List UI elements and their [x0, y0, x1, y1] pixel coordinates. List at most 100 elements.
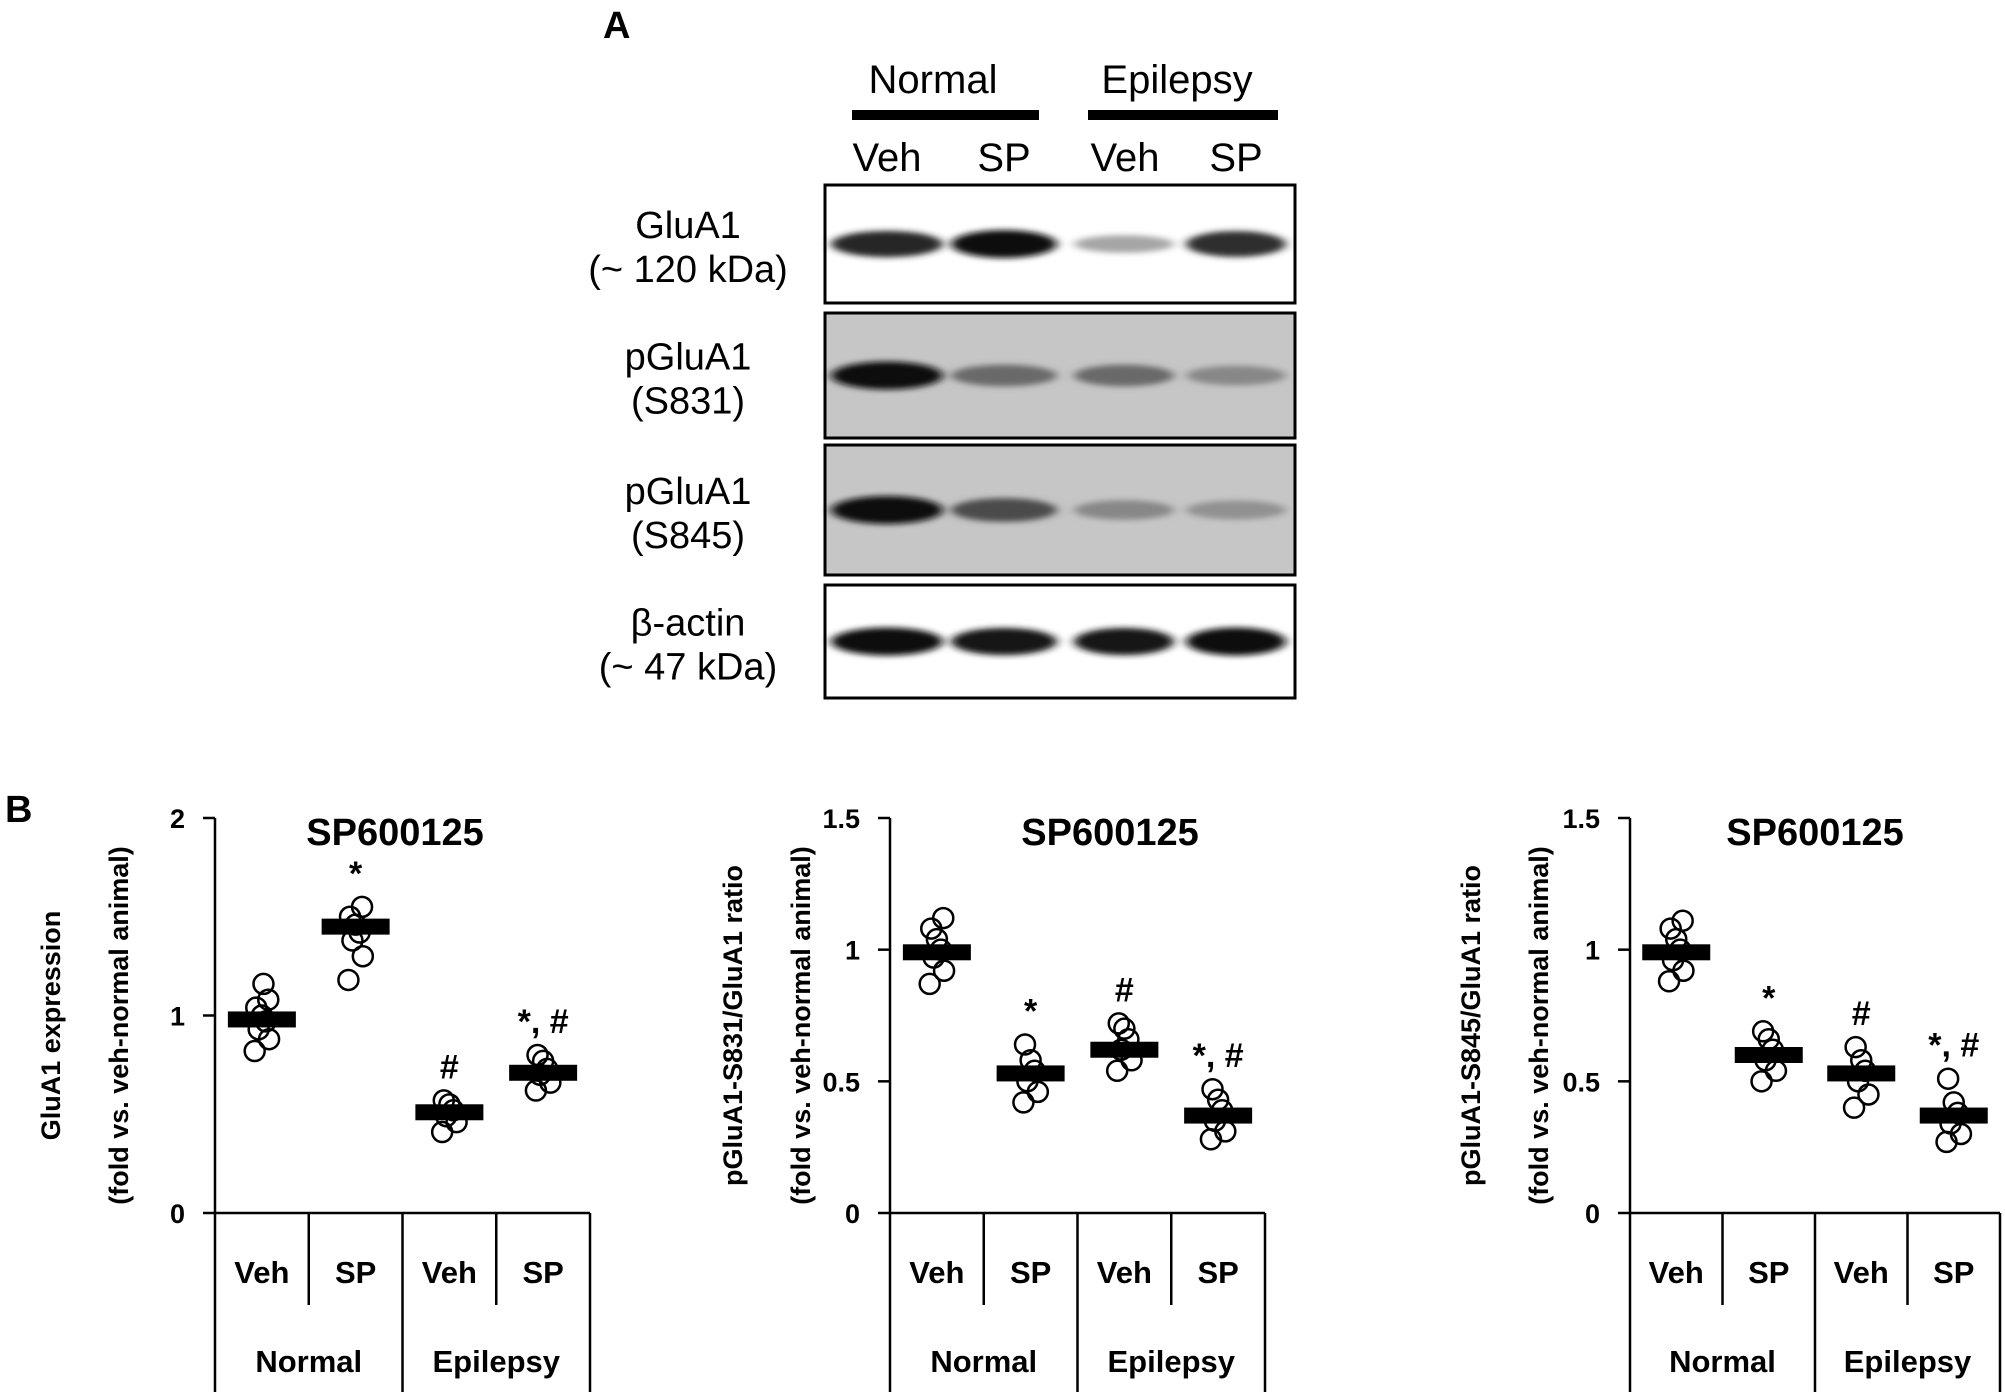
western-blots: GluA1(~ 120 kDa)pGluA1(S831)pGluA1(S845)…: [588, 183, 1297, 700]
group-label: Epilepsy: [1108, 1344, 1236, 1379]
blot-band: [1186, 365, 1286, 386]
significance-marker: #: [440, 1048, 459, 1086]
blot-band: [831, 230, 943, 258]
blot-pgluA1-s831: pGluA1(S831): [625, 311, 1297, 440]
category-label: Veh: [422, 1255, 477, 1290]
data-point: [337, 968, 360, 992]
category-label: Veh: [909, 1255, 964, 1290]
data-point: [1842, 1096, 1866, 1119]
data-point: [1657, 970, 1681, 993]
y-tick-label: 1.5: [1562, 804, 1600, 834]
data-point: [1857, 1083, 1880, 1106]
lane-label-4: SP: [1209, 136, 1262, 180]
mean-bar: [1919, 1107, 1988, 1124]
significance-marker: *: [349, 855, 363, 893]
significance-marker: #: [1115, 971, 1134, 1009]
significance-marker: #: [1852, 995, 1871, 1033]
chart-title: SP600125: [306, 812, 484, 854]
category-label: SP: [522, 1255, 563, 1290]
blot-band: [951, 364, 1057, 387]
blot-label-detail: (S831): [631, 381, 745, 423]
mean-bar: [996, 1065, 1065, 1082]
data-point: [1012, 1091, 1035, 1114]
data-point: [351, 945, 375, 968]
blot-label-detail: (S845): [631, 515, 745, 557]
y-tick-label: 0.5: [822, 1067, 860, 1097]
data-point: [1201, 1077, 1224, 1101]
blot-label-detail: (~ 47 kDa): [599, 647, 777, 689]
category-label: SP: [1933, 1255, 1974, 1290]
data-point: [1936, 1067, 1960, 1090]
blot-label-name: β-actin: [631, 603, 746, 645]
significance-marker: *: [1762, 979, 1776, 1017]
blot-label-detail: (~ 120 kDa): [588, 249, 788, 291]
blot-band: [951, 627, 1057, 656]
blot-label-name: GluA1: [635, 205, 741, 247]
y-axis-label-units: (fold vs. veh-normal animal): [786, 846, 816, 1205]
data-point: [1113, 1017, 1136, 1040]
data-point: [526, 1043, 549, 1067]
blot-band: [1074, 500, 1174, 520]
group-label: Epilepsy: [1844, 1344, 1972, 1379]
lane-label-2: SP: [977, 136, 1030, 180]
y-axis-label: GluA1 expression: [36, 911, 66, 1141]
significance-marker: *, #: [1928, 1027, 1979, 1065]
y-tick-label: 0.5: [1562, 1067, 1600, 1097]
y-axis-label: pGluA1-S831/GluA1 ratio: [718, 865, 748, 1186]
group-label: Epilepsy: [433, 1344, 561, 1379]
lane-label-3: Veh: [1091, 136, 1160, 180]
blot-band: [1074, 627, 1174, 656]
y-tick-label: 0: [170, 1199, 185, 1229]
data-point: [1659, 917, 1682, 940]
category-label: Veh: [1649, 1255, 1704, 1290]
panel-b-letter: B: [5, 789, 32, 831]
group-header-epilepsy: Epilepsy: [1101, 58, 1252, 102]
blot-band: [951, 230, 1057, 258]
category-label: Veh: [234, 1255, 289, 1290]
category-label: Veh: [1834, 1255, 1889, 1290]
category-label: SP: [1010, 1255, 1051, 1290]
blot-pgluA1-s845: pGluA1(S845): [625, 443, 1297, 577]
data-point: [1105, 1059, 1129, 1083]
y-tick-label: 0: [845, 1199, 860, 1229]
blot-gluA1: GluA1(~ 120 kDa): [588, 183, 1297, 305]
group-label: Normal: [255, 1344, 362, 1379]
blot-beta-actin: β-actin(~ 47 kDa): [599, 583, 1297, 700]
y-tick-label: 1.5: [822, 804, 860, 834]
data-point: [350, 895, 374, 919]
data-point: [257, 988, 280, 1011]
data-point: [1844, 1035, 1867, 1059]
data-point: [1671, 909, 1694, 932]
blot-label-name: pGluA1: [625, 471, 752, 513]
blot-band: [831, 496, 943, 524]
data-point: [243, 1039, 266, 1063]
blot-band: [831, 627, 943, 656]
significance-marker: *, #: [518, 1003, 569, 1041]
mean-bar: [415, 1104, 484, 1121]
y-tick-label: 1: [170, 1002, 185, 1032]
category-label: Veh: [1097, 1255, 1152, 1290]
data-point: [1750, 1070, 1773, 1093]
y-tick-label: 0: [1585, 1199, 1600, 1229]
data-point: [932, 906, 955, 930]
chart-title: SP600125: [1021, 812, 1199, 854]
blot-band: [831, 361, 943, 390]
y-tick-label: 1: [1585, 936, 1600, 966]
mean-bar: [1642, 944, 1711, 961]
mean-bar: [227, 1011, 296, 1028]
panel-a-letter: A: [603, 5, 630, 47]
mean-bar: [1734, 1047, 1803, 1063]
mean-bar: [1827, 1065, 1896, 1082]
data-point: [918, 972, 941, 996]
y-axis-label: pGluA1-S845/GluA1 ratio: [1456, 865, 1486, 1186]
blot-band: [1186, 627, 1286, 656]
category-label: SP: [335, 1255, 376, 1290]
blot-band: [1186, 231, 1286, 257]
group-label: Normal: [1669, 1344, 1776, 1379]
data-point: [1751, 1020, 1775, 1043]
y-axis-label-units: (fold vs. veh-normal animal): [104, 846, 134, 1205]
